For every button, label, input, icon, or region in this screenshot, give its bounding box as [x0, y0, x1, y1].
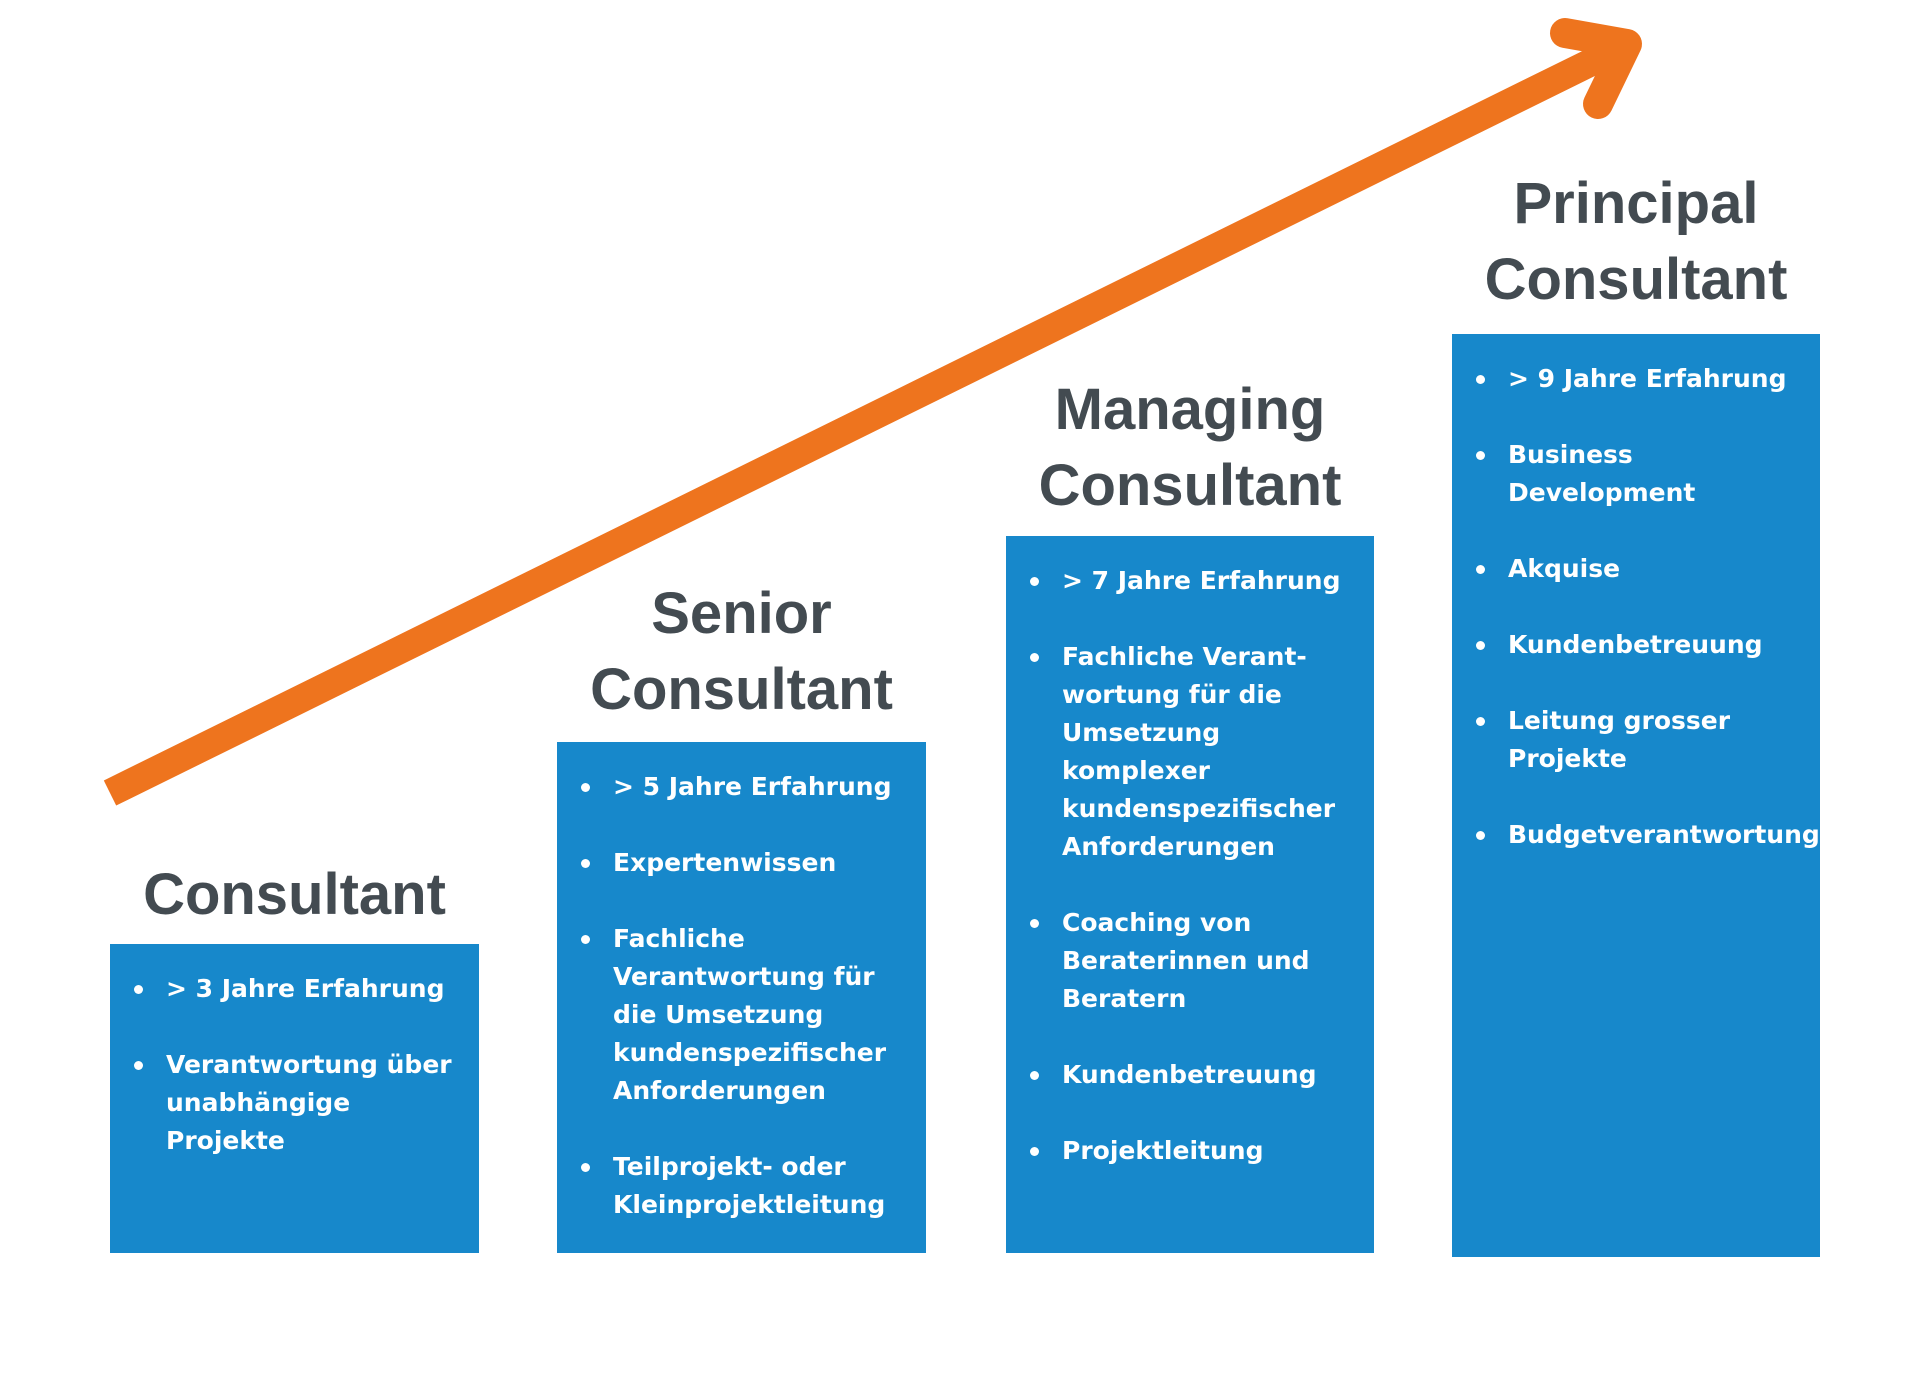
bullet-icon: [1030, 577, 1039, 586]
level-consultant: Consultant > 3 Jahre Erfahrung Verantwor…: [110, 0, 479, 1400]
bullet-icon: [1476, 831, 1485, 840]
list-item: Fachliche Verant- wortung für die Umsetz…: [1026, 638, 1360, 866]
list-item: Kundenbetreuung: [1472, 626, 1806, 664]
level-box-managing-consultant: > 7 Jahre Erfahrung Fachliche Verant- wo…: [1006, 536, 1374, 1253]
list-item: Teilprojekt- oder Kleinprojektleitung: [577, 1148, 912, 1224]
level-principal-consultant: Principal Consultant > 9 Jahre Erfahrung…: [1452, 0, 1820, 1400]
bullet-icon: [134, 1061, 143, 1070]
list-item: Akquise: [1472, 550, 1806, 588]
list-item: Coaching von Beraterinnen und Beratern: [1026, 904, 1360, 1018]
requirements-list: > 7 Jahre Erfahrung Fachliche Verant- wo…: [1026, 562, 1360, 1170]
list-item: Fachliche Verantwortung für die Umsetzun…: [577, 920, 912, 1110]
bullet-icon: [1476, 717, 1485, 726]
bullet-icon: [1476, 451, 1485, 460]
bullet-icon: [1476, 565, 1485, 574]
list-item: > 7 Jahre Erfahrung: [1026, 562, 1360, 600]
requirements-list: > 3 Jahre Erfahrung Verantwortung über u…: [130, 970, 465, 1160]
bullet-icon: [1030, 1147, 1039, 1156]
bullet-icon: [1030, 1071, 1039, 1080]
requirements-list: > 5 Jahre Erfahrung Expertenwissen Fachl…: [577, 768, 912, 1224]
list-item: Verantwortung über unabhängige Projekte: [130, 1046, 465, 1160]
list-item: Business Development: [1472, 436, 1806, 512]
level-title-senior-consultant: Senior Consultant: [590, 581, 893, 722]
bullet-icon: [134, 985, 143, 994]
requirements-list: > 9 Jahre Erfahrung Business Development…: [1472, 360, 1820, 854]
list-item: Leitung grosser Projekte: [1472, 702, 1806, 778]
bullet-icon: [581, 1163, 590, 1172]
list-item: Projektleitung: [1026, 1132, 1360, 1170]
bullet-icon: [1030, 653, 1039, 662]
list-item: Kundenbetreuung: [1026, 1056, 1360, 1094]
list-item: Expertenwissen: [577, 844, 912, 882]
bullet-icon: [1030, 919, 1039, 928]
bullet-icon: [581, 935, 590, 944]
list-item: Budgetverantwortung: [1472, 816, 1820, 854]
level-managing-consultant: Managing Consultant > 7 Jahre Erfahrung …: [1006, 0, 1374, 1400]
bullet-icon: [581, 783, 590, 792]
level-title-managing-consultant: Managing Consultant: [1038, 377, 1342, 518]
list-item: > 5 Jahre Erfahrung: [577, 768, 912, 806]
bullet-icon: [581, 859, 590, 868]
list-item: > 9 Jahre Erfahrung: [1472, 360, 1806, 398]
level-title-principal-consultant: Principal Consultant: [1484, 171, 1788, 312]
bullet-icon: [1476, 641, 1485, 650]
level-box-principal-consultant: > 9 Jahre Erfahrung Business Development…: [1452, 334, 1820, 1257]
list-item: > 3 Jahre Erfahrung: [130, 970, 465, 1008]
level-box-consultant: > 3 Jahre Erfahrung Verantwortung über u…: [110, 944, 479, 1253]
level-senior-consultant: Senior Consultant > 5 Jahre Erfahrung Ex…: [557, 0, 926, 1400]
level-title-consultant: Consultant: [143, 862, 446, 927]
bullet-icon: [1476, 375, 1485, 384]
level-box-senior-consultant: > 5 Jahre Erfahrung Expertenwissen Fachl…: [557, 742, 926, 1253]
